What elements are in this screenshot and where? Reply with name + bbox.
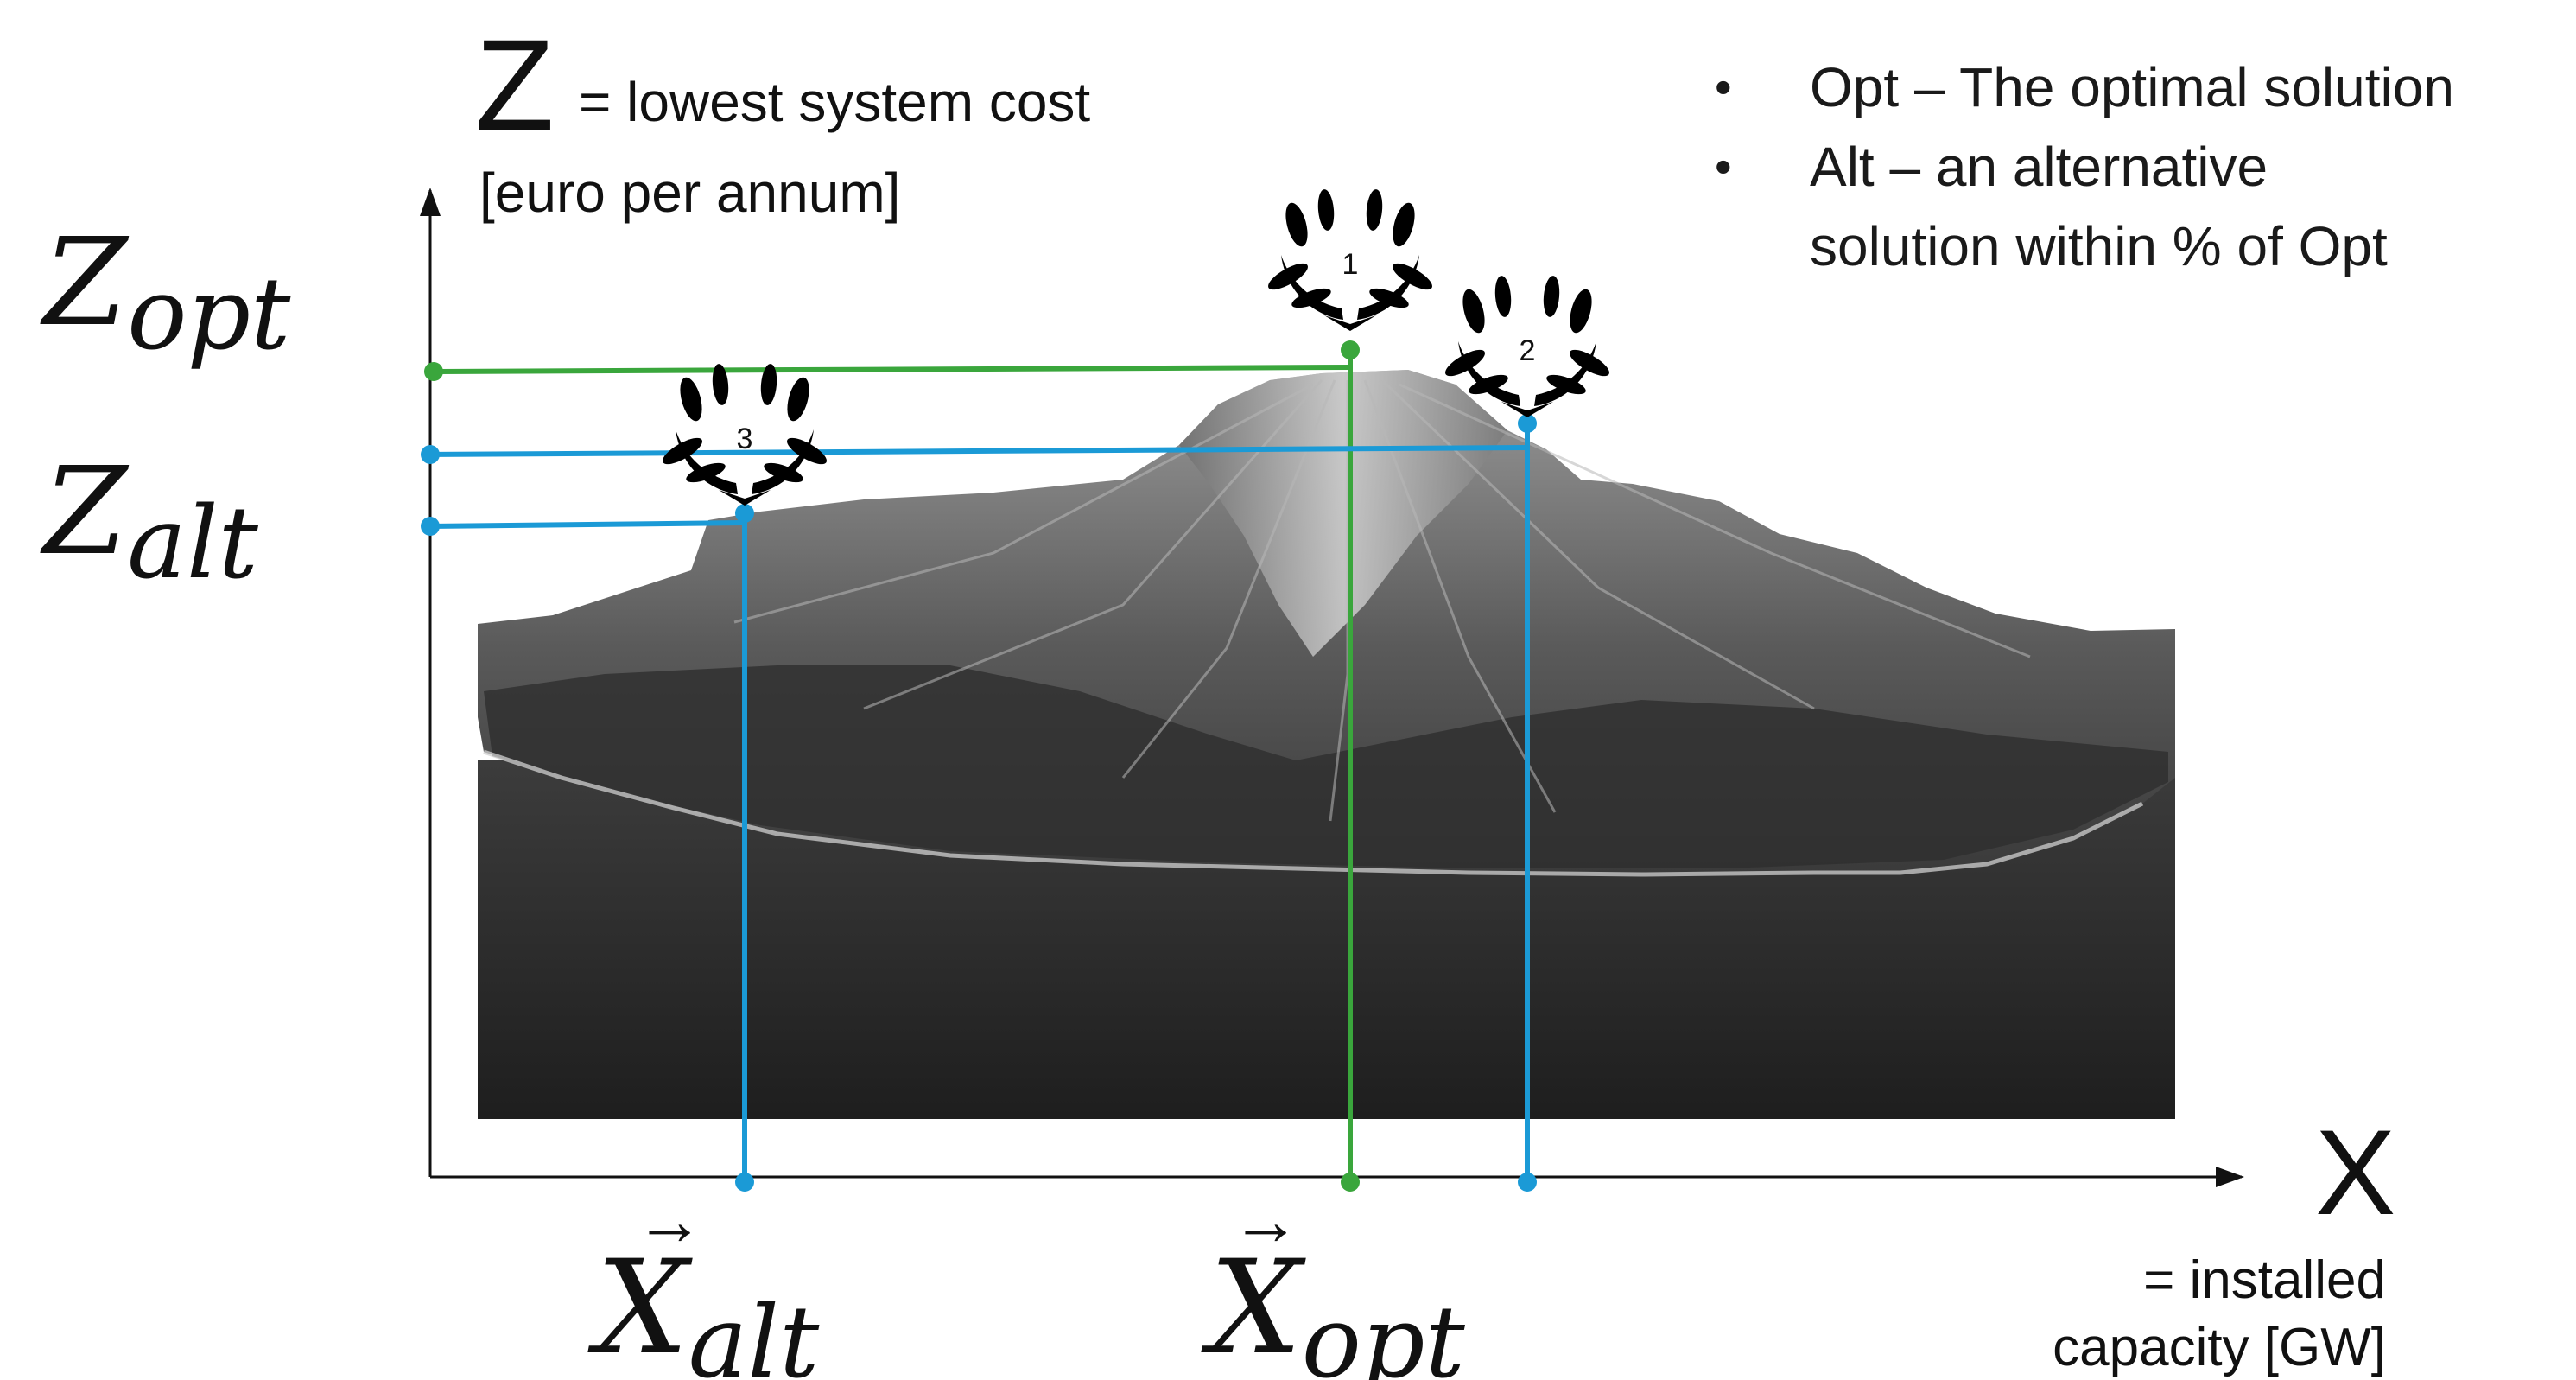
svg-text:Zalt: Zalt xyxy=(40,442,259,601)
alt2-peak-dot xyxy=(1518,414,1537,433)
laurel-wreath-icon: 2 xyxy=(1445,276,1609,417)
z-alt-base: Z xyxy=(40,442,130,582)
x-alt-arrow: → xyxy=(635,1182,704,1259)
laurel-rank-3: 3 xyxy=(737,423,753,455)
legend-alt-line-1: Alt – an alternative xyxy=(1810,136,2268,198)
alt3-z-dot xyxy=(421,517,440,536)
mountain-dark-band xyxy=(484,665,2168,868)
alt3-x-dot xyxy=(735,1173,754,1192)
x-opt-arrow: → xyxy=(1231,1182,1300,1259)
x-alt-label: → Xalt xyxy=(587,1182,820,1380)
legend-item-opt: • Opt – The optimal solution xyxy=(1706,48,2570,127)
z-opt-label: Zopt xyxy=(40,213,291,372)
laurel-wreath-icon: 1 xyxy=(1268,189,1432,331)
guide-dots xyxy=(421,340,1537,1192)
svg-text:Xalt: Xalt xyxy=(587,1233,820,1380)
legend-opt-line-1: Opt – The optimal solution xyxy=(1810,56,2454,118)
z-axis-symbol: Z xyxy=(475,12,555,157)
svg-text:Zopt: Zopt xyxy=(40,213,291,372)
z-axis-definition: = lowest system cost xyxy=(579,71,1090,133)
z-opt-sub: opt xyxy=(127,257,291,372)
z-alt-label: Zalt xyxy=(40,442,259,601)
x-opt-base: X xyxy=(1201,1233,1306,1380)
mountain-image xyxy=(478,370,2175,1119)
svg-text:Xopt: Xopt xyxy=(1201,1233,1466,1380)
alt-guide-lines xyxy=(429,423,1530,1182)
x-axis-unit: capacity [GW] xyxy=(2053,1318,2386,1377)
shoreline xyxy=(483,749,2144,877)
z-axis-unit: [euro per annum] xyxy=(479,162,900,224)
mountain-ridges xyxy=(733,378,2031,822)
legend-item-alt: • Alt – an alternative solution within %… xyxy=(1706,127,2570,286)
alt3-peak-dot xyxy=(735,504,754,523)
x-alt-base: X xyxy=(587,1233,693,1380)
bullet-icon: • xyxy=(1715,60,1732,114)
legend-alt-line-2: solution within % of Opt xyxy=(1810,215,2388,277)
opt-guide-lines xyxy=(433,350,1353,1182)
legend-list: • Opt – The optimal solution • Alt – an … xyxy=(1706,48,2570,286)
opt-peak-dot xyxy=(1341,340,1360,359)
opt-x-dot xyxy=(1341,1173,1360,1192)
opt-z-dot xyxy=(424,362,443,381)
x-opt-label: → Xopt xyxy=(1201,1182,1466,1380)
laurel-rank-2: 2 xyxy=(1520,334,1536,367)
x-opt-sub: opt xyxy=(1302,1285,1466,1380)
bullet-icon: • xyxy=(1715,139,1732,194)
mountain-peak-snow xyxy=(1179,370,1507,657)
alt2-z-dot xyxy=(421,445,440,464)
x-axis-definition: = installed xyxy=(2143,1250,2386,1310)
laurel-wreath-icon: 3 xyxy=(663,364,827,506)
x-alt-sub: alt xyxy=(688,1285,820,1380)
z-opt-base: Z xyxy=(40,213,130,353)
laurel-rank-1: 1 xyxy=(1342,248,1359,281)
x-axis-symbol: X xyxy=(2315,1104,2395,1240)
alt2-x-dot xyxy=(1518,1173,1537,1192)
z-alt-sub: alt xyxy=(127,486,258,601)
